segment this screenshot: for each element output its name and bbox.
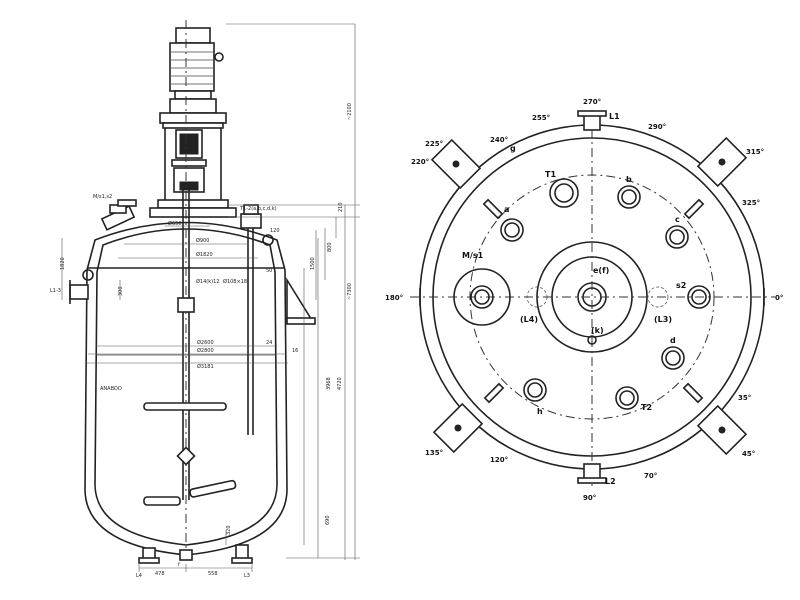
label-k: (k): [591, 326, 604, 335]
dim-d3181: Ø3181: [197, 363, 214, 370]
nozzle-a: [500, 218, 524, 242]
bottom-f-label: f: [178, 562, 180, 568]
glass-lining-label: ANABOO: [100, 386, 122, 392]
label-s2: s2: [676, 281, 686, 290]
bottom-outlets: [138, 544, 253, 572]
dim-h16: 16: [292, 348, 298, 354]
dim-h50: 50: [266, 268, 272, 274]
nozzle-s2: [687, 285, 711, 309]
support-lug-45: [696, 404, 748, 456]
dim-b478: 478: [155, 571, 165, 577]
angle-315: 315°: [746, 148, 764, 156]
dim-h690: 690: [325, 515, 331, 525]
label-L3: (L3): [654, 315, 672, 324]
dim-h4720: 4720: [337, 377, 343, 390]
label-b: b: [626, 175, 632, 184]
dim-vessel-height: ~7300: [347, 283, 353, 300]
label-g: g: [510, 144, 516, 153]
angle-180: 180°: [385, 294, 403, 302]
label-L2: L2: [605, 477, 616, 486]
vessel-inner: [94, 228, 278, 546]
top-nozzles: [100, 199, 274, 435]
label-L1: L1: [609, 112, 620, 121]
dim-h3968: 3968: [326, 377, 332, 390]
angle-325: 325°: [742, 199, 760, 207]
dim-d650: Ø650: [168, 220, 181, 227]
motor: [169, 27, 224, 114]
nozzle-k: [587, 335, 597, 345]
label-d: d: [670, 336, 676, 345]
angle-270: 270°: [583, 98, 601, 106]
label-L4: (L4): [520, 315, 538, 324]
nozzle-T1: [549, 178, 579, 208]
nozzle-T2: [615, 386, 639, 410]
angle-0: 0°: [775, 294, 783, 302]
angle-35: 35°: [738, 394, 751, 402]
dim-d14: Ø14(k)12: [196, 278, 219, 285]
angle-120: 120°: [490, 456, 508, 464]
nozzle-Ms1: [453, 268, 511, 326]
angle-240: 240°: [490, 136, 508, 144]
nozzle-c: [665, 225, 689, 249]
dim-d2600: Ø2600: [197, 339, 214, 346]
angle-70: 70°: [644, 472, 657, 480]
dim-d108: Ø108×18: [223, 278, 247, 285]
angle-290: 290°: [648, 123, 666, 131]
angle-255: 255°: [532, 114, 550, 122]
dim-d900: Ø900: [196, 237, 209, 244]
dim-d2800: Ø2800: [197, 347, 214, 354]
plan-view: 270° 255° 290° 240° 225° 220° 315° 325° …: [385, 98, 783, 502]
label-a: a: [504, 205, 509, 214]
dim-h1500: 1500: [310, 257, 316, 270]
angle-90: 90°: [583, 494, 596, 502]
dim-h120: 120: [270, 228, 280, 234]
label-T2: T2: [641, 403, 652, 412]
side-nozzle-left: [69, 269, 94, 304]
dim-h800: 800: [327, 242, 333, 252]
support-lug-225: [430, 138, 482, 190]
label-Ms1: M/s1: [462, 251, 484, 260]
elevation-view: M/s1,s2 T1-2(a,b,c,d,k) L1-3 ANABOO L4 f…: [50, 20, 360, 579]
angle-220: 220°: [411, 158, 429, 166]
left-nozzle-label: L1-3: [50, 288, 61, 294]
plan-nozzle-L1: [577, 110, 607, 131]
label-h: h: [537, 407, 543, 416]
motor-tag-label: M/s1,s2: [93, 194, 112, 200]
dimension-lines: [61, 23, 360, 560]
angle-45: 45°: [742, 450, 755, 458]
dim-h1820: 1820: [60, 257, 66, 270]
dim-overall-height: ~2100: [347, 103, 353, 120]
angle-225: 225°: [425, 140, 443, 148]
jacket-outline: [84, 221, 288, 556]
support-lug-315: [696, 136, 748, 188]
drive-stand: [149, 112, 237, 218]
nozzle-d: [661, 346, 685, 370]
dim-d1820: Ø1820: [196, 251, 213, 258]
label-c: c: [675, 215, 680, 224]
dim-h320: 320: [226, 525, 232, 535]
nozzle-b: [617, 185, 641, 209]
agitator-blades: [143, 297, 237, 506]
nozzle-L4-L3: [526, 286, 669, 308]
plan-nozzle-L2: [577, 463, 607, 484]
nozzle-h: [523, 378, 547, 402]
dim-h300: 300: [118, 286, 124, 296]
support-lug-135: [432, 402, 484, 454]
dim-h210: 210: [338, 202, 344, 212]
angle-135: 135°: [425, 449, 443, 457]
dim-h24: 24: [266, 340, 272, 346]
label-ef: e(f): [593, 266, 609, 275]
label-T1: T1: [545, 170, 556, 179]
bottom-l4-label: L4: [136, 573, 142, 579]
support-lug: [286, 277, 315, 323]
nozzle-group-label: T1-2(a,b,c,d,k): [239, 206, 277, 212]
bottom-l3-label: L3: [244, 573, 250, 579]
dim-b558: 558: [208, 571, 218, 577]
